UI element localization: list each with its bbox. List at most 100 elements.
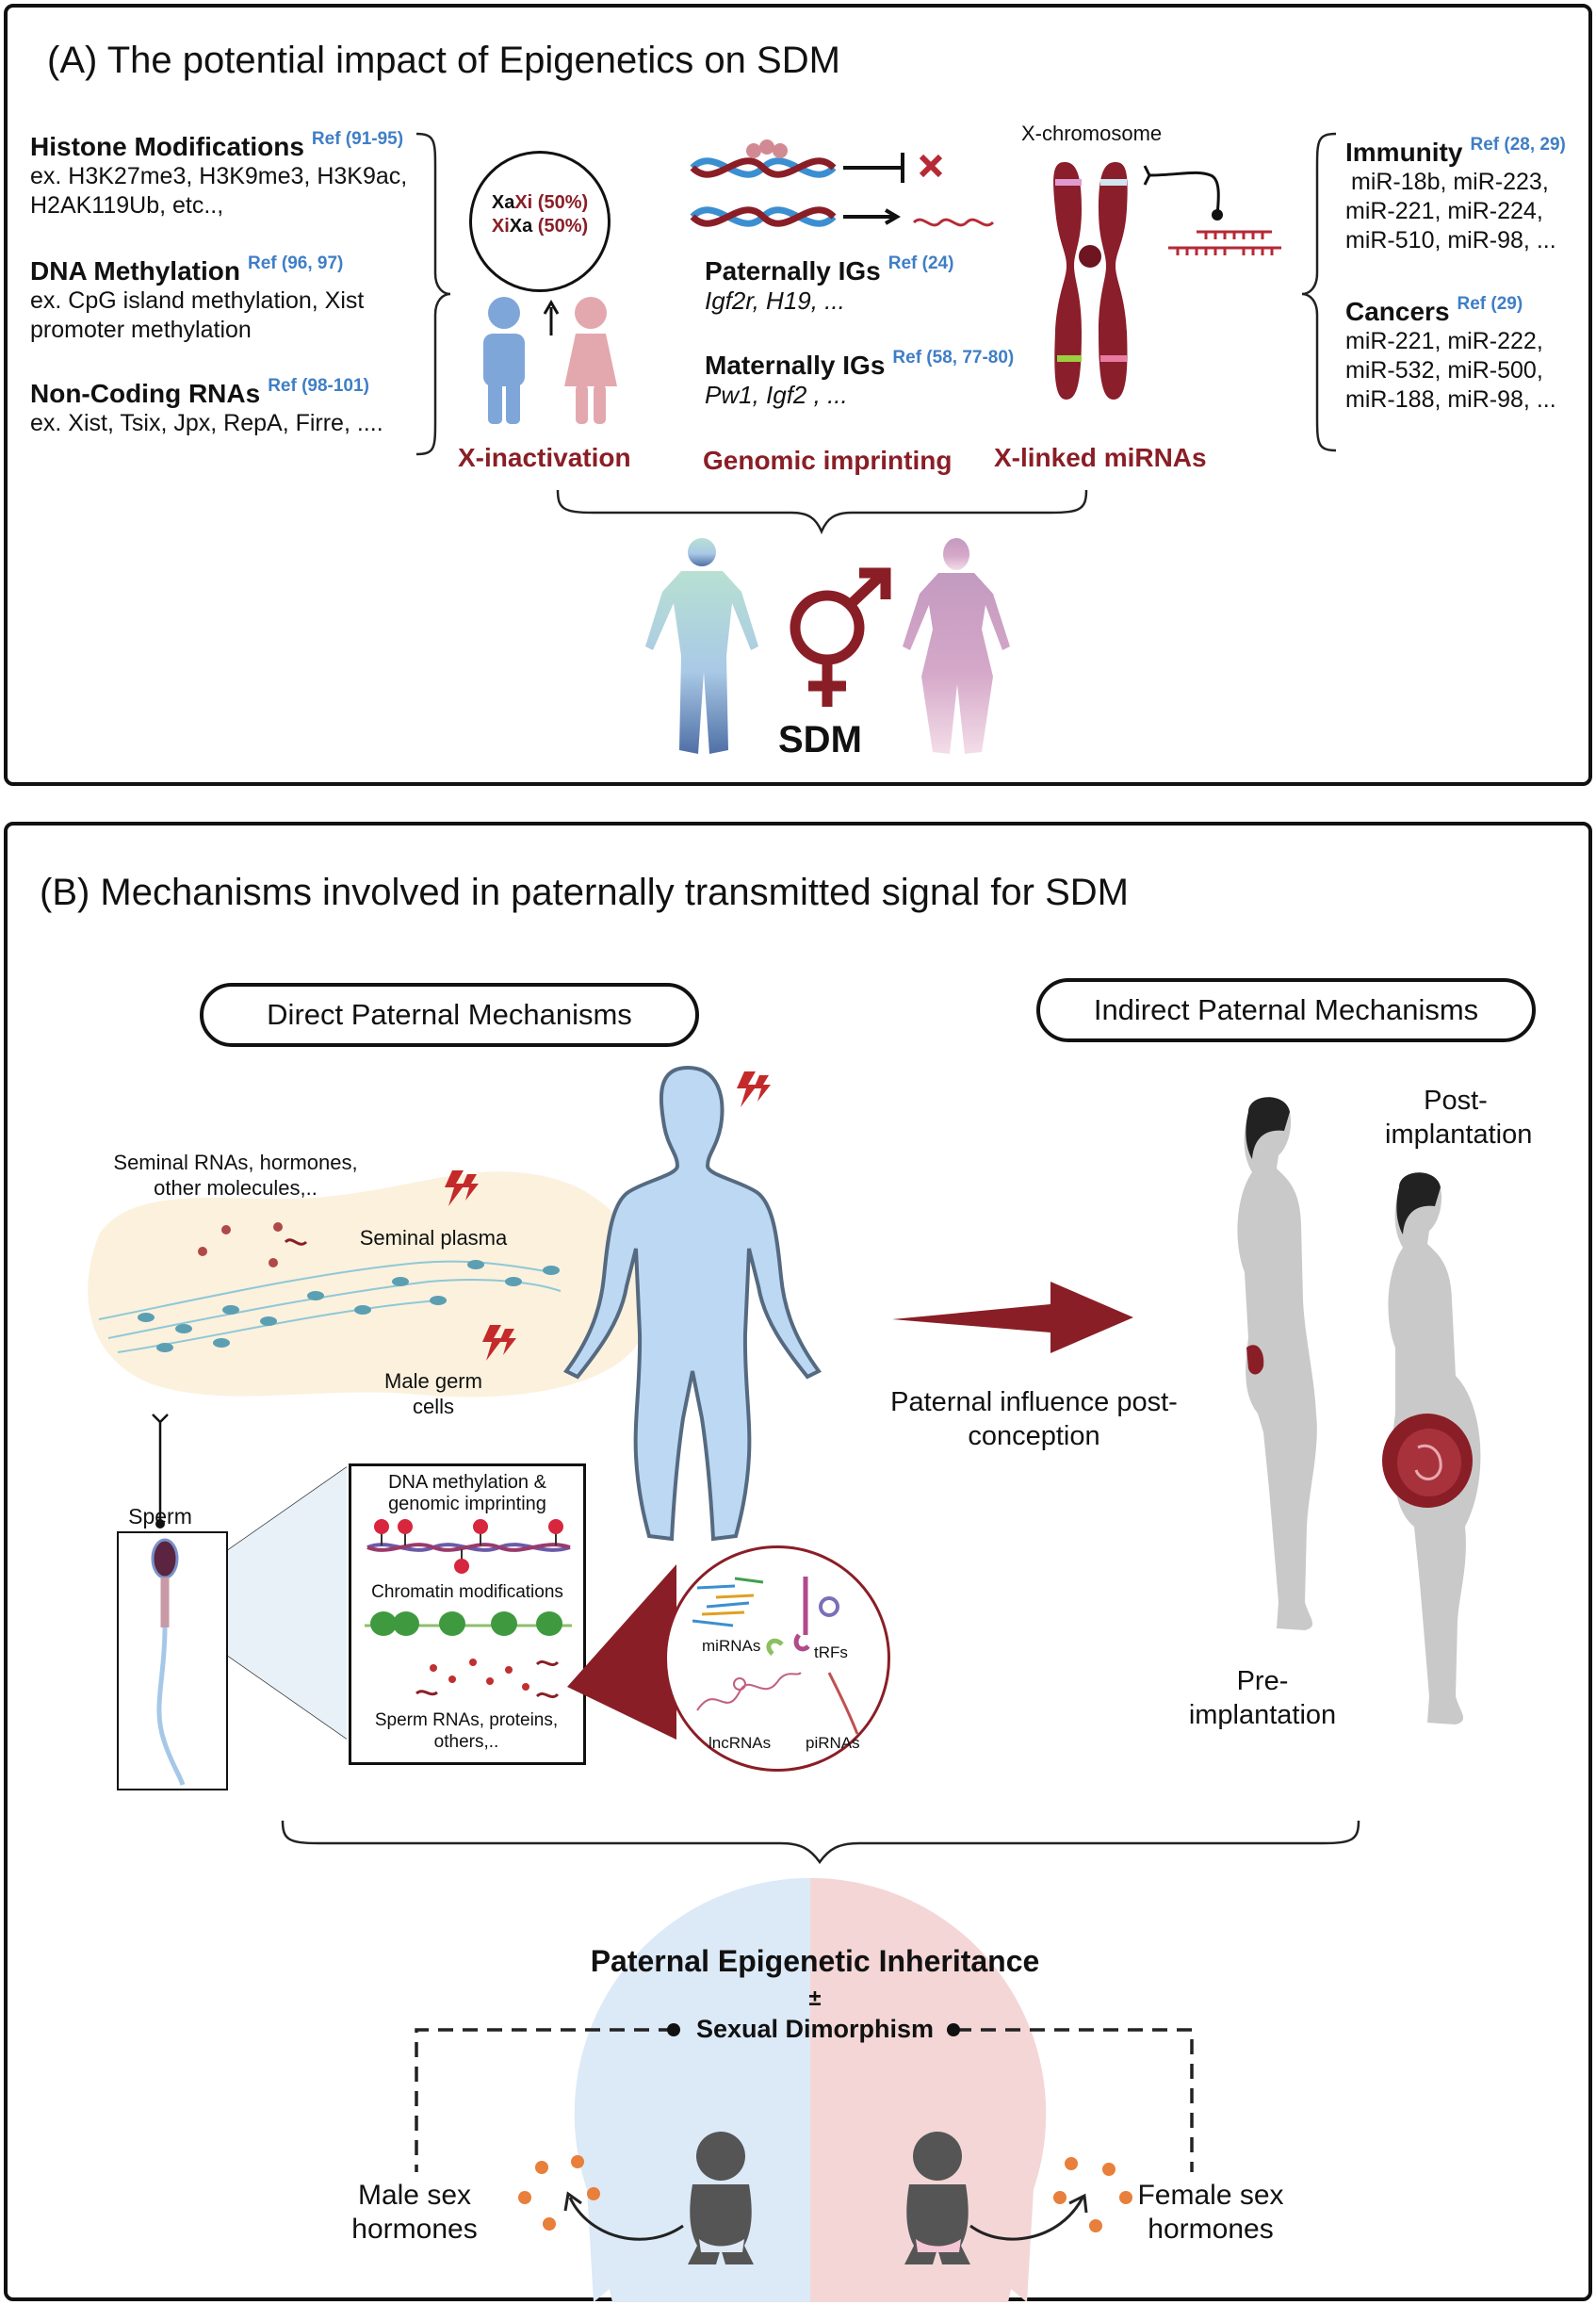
cancers-line-2: miR-532, miR-500, [1345, 357, 1543, 384]
pirnas-label: piRNAs [806, 1734, 860, 1752]
mirna-connector-icon [1143, 165, 1281, 255]
immunity-ref: Ref (28, 29) [1470, 135, 1566, 155]
histone-heading: Histone Modifications [30, 132, 304, 161]
female-icon [564, 297, 617, 424]
panel-b-bottom-brace [281, 1820, 1360, 1865]
indirect-mechanisms-pill: Indirect Paternal Mechanisms [1036, 978, 1536, 1042]
cancers-line-1: miR-221, miR-222, [1345, 328, 1543, 354]
plusminus-label: ± [808, 1986, 822, 2011]
maternal-igs-genes: Pw1, Igf2 , ... [705, 381, 848, 409]
x-linked-label: X-linked miRNAs [994, 443, 1207, 472]
histone-ref: Ref (91-95) [311, 129, 404, 149]
man-figure-icon [562, 1065, 822, 1542]
genomic-imprinting-label: Genomic imprinting [703, 446, 953, 475]
sperm-rnas-icon [415, 1659, 560, 1699]
dna-ref: Ref (96, 97) [247, 253, 344, 273]
up-arrow-icon [543, 300, 560, 335]
ncrna-heading: Non-Coding RNAs [30, 379, 261, 408]
panel-a-bottom-brace [556, 489, 1088, 535]
seminal-rnas-label: Seminal RNAs, hormones, other molecules,… [113, 1151, 358, 1200]
sperm-cell-icon [151, 1538, 186, 1786]
xist-ratio: XaXi (50%) XiXa (50%) [469, 191, 611, 238]
maternal-igs-ref: Ref (58, 77-80) [892, 348, 1015, 368]
ncrna-block: Non-Coding RNAs Ref (98-101) ex. Xist, Ts… [30, 376, 388, 438]
lncrnas-label: lncRNAs [708, 1734, 772, 1752]
dna-helix-icon [690, 139, 995, 227]
immunity-line-1: miR-18b, miR-223, [1351, 169, 1549, 195]
ncrna-ref: Ref (98-101) [268, 376, 369, 396]
ratio-xa: Xa [491, 192, 515, 213]
male-hormones-icon [518, 2155, 684, 2241]
mirnas-label: miRNAs [702, 1637, 761, 1655]
female-body-icon [903, 538, 1010, 754]
post-implantation-label: Post-implantation [1385, 1086, 1533, 1150]
right-brace [1301, 132, 1337, 452]
ncrna-body: ex. Xist, Tsix, Jpx, RepA, Firre, .... [30, 410, 383, 436]
ratio-pct-2: (50%) [532, 216, 589, 237]
paternal-igs-heading: Paternally IGs [705, 256, 881, 286]
woman-post-implantation-icon [1382, 1172, 1481, 1725]
chromatin-icon [365, 1611, 572, 1636]
panel-a-title: (A) The potential impact of Epigenetics … [47, 40, 840, 81]
sex-symbol-icon [790, 567, 891, 707]
maternal-igs-block: Maternally IGs Ref (58, 77-80) Pw1, Igf2 … [705, 348, 1015, 410]
ratio-xi-2: Xi [491, 216, 510, 237]
rna-callout-arrow [567, 1564, 676, 1740]
lightning-icon [737, 1071, 771, 1107]
x-chromosome-icon [1053, 162, 1128, 400]
trfs-label: tRFs [814, 1643, 848, 1661]
male-icon [483, 297, 525, 424]
cancers-ref: Ref (29) [1457, 294, 1523, 314]
dna-heading: DNA Methylation [30, 256, 240, 286]
male-hormones-label: Male sex hormones [351, 2180, 478, 2245]
dna-methylation-label: DNA methylation & genomic imprinting [388, 1472, 546, 1514]
woman-pre-implantation-icon [1237, 1097, 1317, 1630]
x-inactivation-label: X-inactivation [458, 443, 631, 472]
dimorphism-dashed-lines [415, 2023, 1194, 2172]
paternal-influence-label: Paternal influence post-conception [890, 1387, 1178, 1451]
paternal-influence-arrow [892, 1282, 1133, 1353]
baby-girl-icon [904, 2132, 970, 2264]
histone-block: Histone Modifications Ref (91-95) ex. H3K… [30, 129, 416, 221]
female-hormones-label: Female sex hormones [1137, 2180, 1284, 2245]
x-chromosome-label: X-chromosome [1021, 122, 1163, 145]
dna-block: DNA Methylation Ref (96, 97) ex. CpG isla… [30, 253, 416, 345]
dna-body: ex. CpG island methylation, Xist promote… [30, 287, 365, 343]
sexual-dimorphism-label: Sexual Dimorphism [695, 2015, 935, 2043]
cancers-line-3: miR-188, miR-98, ... [1345, 386, 1556, 413]
rna-types-icon [692, 1577, 859, 1735]
immunity-heading: Immunity [1345, 138, 1463, 167]
sperm-rnas-label: Sperm RNAs, proteins, others,.. [374, 1710, 559, 1752]
paternal-igs-block: Paternally IGs Ref (24) Igf2r, H19, ... [705, 253, 954, 316]
ratio-xa-2: Xa [509, 216, 533, 237]
cancers-heading: Cancers [1345, 297, 1450, 326]
chromatin-label: Chromatin modifications [371, 1582, 563, 1602]
pre-implantation-label: Pre-implantation [1188, 1666, 1337, 1730]
ratio-xi: Xi [514, 192, 533, 213]
lightning-icon [445, 1170, 479, 1206]
immunity-block: Immunity Ref (28, 29) miR-18b, miR-223, m… [1345, 135, 1566, 255]
lightning-icon [482, 1325, 516, 1361]
maternal-igs-heading: Maternally IGs [705, 351, 886, 380]
rna-circle [664, 1545, 890, 1772]
germ-cells-label: Male germ cells [384, 1369, 482, 1418]
sdm-label: SDM [778, 719, 862, 760]
female-hormones-icon [969, 2157, 1132, 2241]
paternal-igs-genes: Igf2r, H19, ... [705, 286, 845, 315]
zoom-lines [227, 1466, 348, 1740]
sperm-pointer [152, 1414, 169, 1528]
xist-circle [469, 151, 611, 292]
immunity-line-2: miR-221, miR-224, [1345, 198, 1543, 224]
methylated-dna-icon [366, 1519, 571, 1574]
left-brace [415, 132, 451, 456]
cancers-block: Cancers Ref (29) miR-221, miR-222, miR-53… [1345, 294, 1556, 415]
immunity-line-3: miR-510, miR-98, ... [1345, 227, 1556, 253]
seminal-plasma-label: Seminal plasma [359, 1226, 508, 1250]
baby-boy-icon [688, 2132, 754, 2264]
ratio-pct-1: (50%) [532, 192, 589, 213]
paternal-igs-ref: Ref (24) [888, 253, 954, 273]
inheritance-label: Paternal Epigenetic Inheritance [590, 1944, 1040, 1978]
histone-body: ex. H3K27me3, H3K9me3, H3K9ac, H2AK119Ub… [30, 163, 408, 219]
panel-b-title: (B) Mechanisms involved in paternally tr… [40, 872, 1129, 913]
male-body-icon [645, 538, 758, 754]
